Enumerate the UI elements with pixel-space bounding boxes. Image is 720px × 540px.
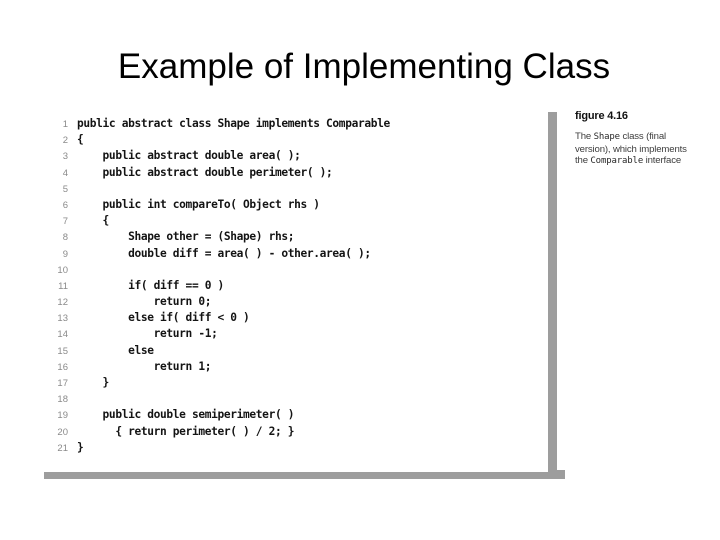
caption-text-1: The (575, 131, 594, 142)
code-line-source: return 1; (77, 359, 212, 373)
code-line: 5 (46, 179, 546, 195)
code-line-number: 10 (57, 264, 68, 276)
code-line-number: 19 (57, 410, 68, 422)
code-line-number: 2 (62, 135, 68, 147)
code-line-source: public int compareTo( Object rhs ) (77, 197, 320, 211)
code-line-number: 15 (57, 345, 68, 357)
code-line-number: 17 (57, 378, 68, 389)
page-title: Example of Implementing Class (117, 47, 611, 86)
code-line-number: 11 (58, 280, 68, 292)
caption-interface-name: Comparable (590, 156, 644, 167)
code-line-number: 1 (62, 119, 68, 130)
code-line-source: if( diff == 0 ) (77, 278, 224, 292)
code-listing: 1 public abstract class Shape implements … (46, 114, 546, 454)
code-line-number: 21 (57, 442, 68, 454)
code-line: 17 } (46, 373, 546, 389)
figure-caption-block: figure 4.16 The Shape class (final versi… (575, 110, 691, 168)
code-line-source: } (77, 376, 110, 389)
code-line-source: double diff = area( ) - other.area( ); (77, 246, 371, 260)
code-line: 10 (46, 260, 546, 276)
code-line: 6 public int compareTo( Object rhs ) (46, 195, 546, 211)
code-line: 4 public abstract double perimeter( ); (46, 163, 546, 179)
code-line-number: 14 (57, 329, 68, 341)
code-line-source: Shape other = (Shape) rhs; (77, 230, 295, 244)
code-line: 16 return 1; (46, 357, 546, 373)
code-line-number: 8 (62, 232, 68, 244)
code-line-number: 7 (62, 216, 68, 228)
caption-divider (548, 112, 556, 478)
code-line-source: public abstract double perimeter( ); (77, 165, 333, 179)
code-line-source: public abstract double area( ); (77, 149, 301, 163)
code-line-number: 6 (62, 199, 68, 211)
code-line-source: public abstract class Shape implements C… (77, 117, 390, 130)
code-line-source: else (77, 343, 154, 357)
code-line-source: } (77, 440, 84, 454)
code-line: 7 { (46, 211, 546, 227)
code-line: 15 else (46, 341, 546, 357)
code-line-number: 20 (57, 426, 68, 438)
code-line: 19 public double semiperimeter( ) (46, 405, 546, 421)
code-line-source: { (77, 214, 110, 228)
figure-number: figure 4.16 (575, 110, 628, 122)
code-line-source: return -1; (77, 327, 218, 341)
code-line: 21} (46, 438, 546, 454)
figure-shadow-bottom (44, 470, 565, 479)
code-line-source: else if( diff < 0 ) (77, 311, 250, 325)
code-line-source: return 0; (77, 295, 212, 309)
code-line: 1 public abstract class Shape implements … (46, 114, 546, 130)
code-line-number: 9 (62, 248, 68, 260)
figure-image: 1 public abstract class Shape implements … (36, 108, 565, 479)
code-line-source: { return perimeter( ) / 2; } (77, 424, 295, 438)
code-line-number: 4 (62, 167, 68, 179)
code-line-number: 5 (62, 183, 68, 195)
code-line: 13 else if( diff < 0 ) (46, 308, 546, 324)
caption-text-2: class (final version), which implements … (575, 131, 687, 167)
code-line-number: 3 (62, 151, 68, 163)
figure-page: 1 public abstract class Shape implements … (36, 108, 549, 472)
code-line: 11 if( diff == 0 ) (46, 276, 546, 292)
code-line: 3 public abstract double area( ); (46, 146, 546, 162)
code-line-number: 13 (57, 313, 68, 325)
code-line: 9 double diff = area( ) - other.area( ); (46, 244, 546, 260)
code-line: 20 { return perimeter( ) / 2; } (46, 422, 546, 438)
caption-text-3: interface (643, 155, 682, 167)
code-line-number: 18 (57, 394, 68, 406)
code-line-source: public double semiperimeter( ) (77, 408, 295, 422)
code-line-number: 16 (57, 361, 68, 373)
code-line-number: 12 (57, 297, 68, 309)
figure-caption-text: The Shape class (final version), which i… (575, 131, 691, 168)
code-line: 14 return -1; (46, 324, 546, 340)
code-line: 12 return 0; (46, 292, 546, 308)
code-line: 8 Shape other = (Shape) rhs; (46, 227, 546, 243)
code-line-source: { (77, 133, 84, 147)
code-line: 2{ (46, 130, 546, 146)
code-line: 18 (46, 389, 546, 405)
caption-class-name: Shape (593, 132, 620, 142)
